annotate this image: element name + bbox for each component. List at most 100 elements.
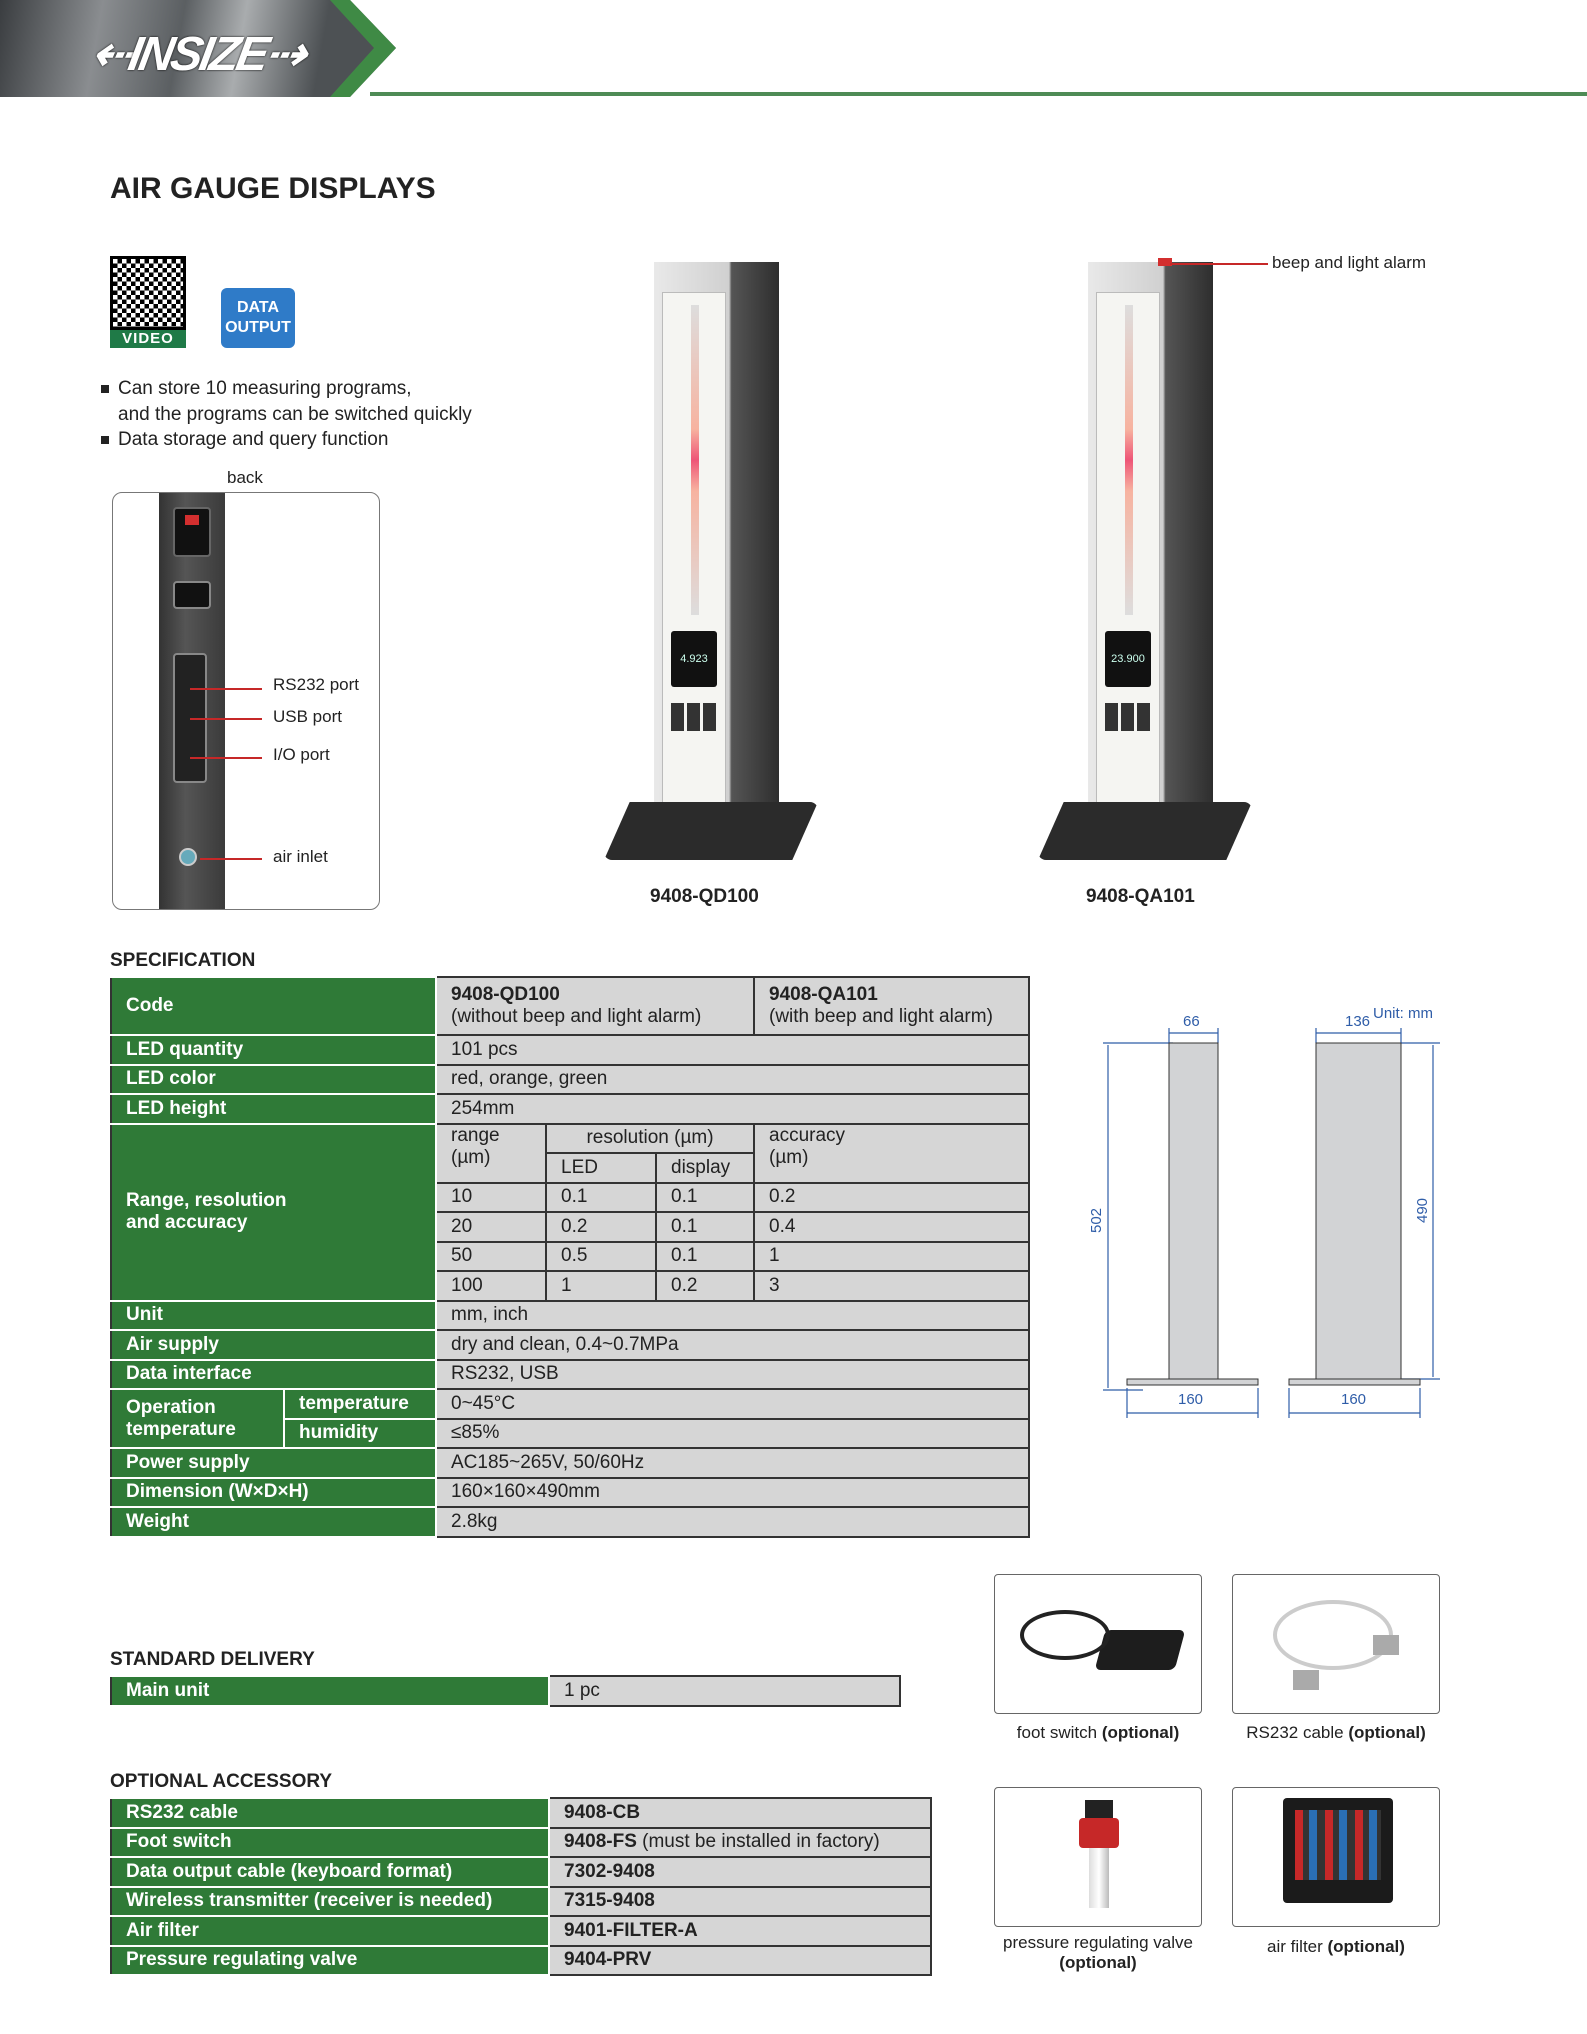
specification-title: SPECIFICATION xyxy=(110,950,256,971)
alarm-callout-label: beep and light alarm xyxy=(1272,253,1427,272)
spec-label: Code xyxy=(110,976,437,1036)
accessory-caption: foot switch (optional) xyxy=(1016,1723,1180,1742)
spec-value: 101 pcs xyxy=(434,1034,1031,1066)
video-qr-code[interactable]: VIDEO xyxy=(110,256,186,348)
data-output-badge: DATA OUTPUT xyxy=(221,288,295,348)
accuracy-header: accuracy(µm) xyxy=(752,1122,1031,1184)
rs232-port-label: RS232 port xyxy=(273,675,359,694)
air-filter-photo xyxy=(1232,1787,1440,1927)
table-row: humidity≤85% xyxy=(111,1417,1031,1449)
spec-value: red, orange, green xyxy=(434,1063,1031,1095)
cell: 0.2 xyxy=(545,1211,657,1243)
callout-line xyxy=(200,858,262,860)
cell: 20 xyxy=(435,1211,547,1243)
cell: 100 xyxy=(435,1270,547,1302)
display-screen: 23.900 xyxy=(1105,631,1151,687)
cell: 3 xyxy=(752,1270,1031,1302)
header-banner-photo xyxy=(0,0,396,97)
cell: 0.1 xyxy=(655,1240,755,1272)
front-view-body xyxy=(1315,1042,1402,1380)
cell: 0.4 xyxy=(752,1211,1031,1243)
spec-value: 160×160×490mm xyxy=(434,1476,1031,1508)
cell: 0.1 xyxy=(655,1181,755,1213)
cell: 10 xyxy=(435,1181,547,1213)
back-view-label: back xyxy=(227,468,263,487)
cell: 1 xyxy=(752,1240,1031,1272)
spec-value: 2.8kg xyxy=(434,1506,1031,1538)
spec-label: LED quantity xyxy=(110,1034,437,1066)
alarm-light-icon xyxy=(1158,258,1172,266)
table-row: Code 9408-QD100(without beep and light a… xyxy=(110,976,1031,1036)
accessory-caption: RS232 cable (optional) xyxy=(1246,1723,1426,1742)
spec-label: Dimension (W×D×H) xyxy=(110,1476,437,1508)
accessory-label: Data output cable (keyboard format) xyxy=(110,1856,550,1888)
led-header: LED xyxy=(545,1152,657,1184)
pressure-regulating-valve-photo xyxy=(994,1787,1202,1927)
accessory-caption: air filter (optional) xyxy=(1267,1937,1405,1956)
feature-item: Can store 10 measuring programs,and the … xyxy=(101,376,472,427)
dim-label: 136 xyxy=(1345,1013,1370,1030)
range-header: range(µm) xyxy=(435,1122,547,1184)
product-code-label: 9408-QD100 xyxy=(650,886,759,907)
video-label: VIDEO xyxy=(110,330,186,348)
cell: 0.1 xyxy=(545,1181,657,1213)
standard-delivery-title: STANDARD DELIVERY xyxy=(110,1649,315,1670)
cell: 0.2 xyxy=(752,1181,1031,1213)
spec-value: RS232, USB xyxy=(434,1358,1031,1390)
spec-value: ≤85% xyxy=(434,1417,1031,1449)
accessory-label: Foot switch xyxy=(110,1826,550,1858)
callout-line xyxy=(1170,263,1268,265)
accessory-code: 7302-9408 xyxy=(548,1856,932,1888)
rs232-cable-photo xyxy=(1232,1574,1440,1714)
brand-logo: ⇠INSIZE⇢ xyxy=(87,28,308,81)
spec-value: 0~45°C xyxy=(434,1388,1031,1420)
spec-value: mm, inch xyxy=(434,1299,1031,1331)
side-view-body xyxy=(1168,1042,1219,1380)
delivery-label: Main unit xyxy=(110,1675,550,1707)
spec-code-cell: 9408-QA101(with beep and light alarm) xyxy=(752,976,1031,1036)
back-view-image xyxy=(112,492,380,910)
accessory-label: Wireless transmitter (receiver is needed… xyxy=(110,1885,550,1917)
accessory-label: Air filter xyxy=(110,1915,550,1947)
accessory-code: 9408-FS (must be installed in factory) xyxy=(548,1826,932,1858)
accessory-code: 7315-9408 xyxy=(548,1885,932,1917)
cell: 0.5 xyxy=(545,1240,657,1272)
spec-value: dry and clean, 0.4~0.7MPa xyxy=(434,1329,1031,1361)
specification-table: Code 9408-QD100(without beep and light a… xyxy=(110,976,1031,1538)
spec-label: Weight xyxy=(110,1506,437,1538)
foot-switch-photo xyxy=(994,1574,1202,1714)
product-image-qd100: 4.923 xyxy=(604,262,818,862)
spec-value: AC185~265V, 50/60Hz xyxy=(434,1447,1031,1479)
spec-sublabel: temperature xyxy=(283,1388,437,1420)
delivery-value: 1 pc xyxy=(548,1675,901,1707)
badge-line: DATA xyxy=(236,299,280,316)
cell: 0.1 xyxy=(655,1211,755,1243)
spec-label: Power supply xyxy=(110,1447,437,1479)
spec-label: LED color xyxy=(110,1063,437,1095)
badge-line: OUTPUT xyxy=(225,319,291,336)
cell: 1 xyxy=(545,1270,657,1302)
accessory-label: RS232 cable xyxy=(110,1797,550,1829)
product-code-label: 9408-QA101 xyxy=(1086,886,1195,907)
accessory-code: 9404-PRV xyxy=(548,1944,932,1976)
qr-code-icon xyxy=(110,256,186,330)
feature-list: Can store 10 measuring programs,and the … xyxy=(101,376,472,453)
callout-line xyxy=(190,688,262,690)
spec-label: Air supply xyxy=(110,1329,437,1361)
led-scale xyxy=(1125,305,1133,615)
led-scale xyxy=(691,305,699,615)
callout-line xyxy=(190,757,262,759)
accessory-caption: pressure regulating valve(optional) xyxy=(1003,1933,1193,1972)
io-port-label: I/O port xyxy=(273,745,330,764)
